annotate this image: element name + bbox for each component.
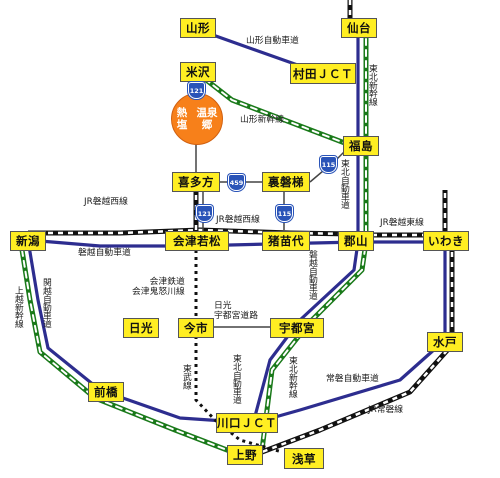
label-nikko-utsunomiya-road: 日光 宇都宮道路 <box>214 301 258 321</box>
station-utsunomiya[interactable]: 宇都宮 <box>270 318 324 338</box>
label-yamagata-expwy: 山形自動車道 <box>246 36 299 46</box>
label-tohoku-expwy-north: 東北自動車道 <box>338 159 349 209</box>
route-121-shield-south: 121 <box>196 205 213 222</box>
label-tobu-line: 東武線 <box>180 364 191 389</box>
route-459-shield: 459 <box>228 174 245 191</box>
label-joetsu-shinkansen: 上越新幹線 <box>12 286 23 328</box>
label-banetsu-east: JR磐越東線 <box>380 218 424 228</box>
atsushio-onsen-spot[interactable]: 熱塩温泉郷 <box>171 93 223 145</box>
label-kanetsu-expwy: 関越自動車道 <box>40 278 51 328</box>
station-murata-jct[interactable]: 村田ＪＣＴ <box>290 63 356 84</box>
station-sendai[interactable]: 仙台 <box>341 18 377 38</box>
station-koriyama[interactable]: 郡山 <box>338 231 374 251</box>
station-kawaguchi-jct[interactable]: 川口ＪＣＴ <box>216 413 278 433</box>
station-iwaki[interactable]: いわき <box>423 231 469 251</box>
label-tohoku-shinkansen-north: 東北新幹線 <box>366 64 377 106</box>
station-maebashi[interactable]: 前橋 <box>88 382 124 402</box>
label-aizu-railway: 会津鉄道 会津鬼怒川線 <box>132 277 185 297</box>
station-imaichi[interactable]: 今市 <box>178 318 214 338</box>
station-mito[interactable]: 水戸 <box>427 332 463 352</box>
label-banetsu-expwy-east: 磐越自動車道 <box>306 250 317 300</box>
route-121-shield-north: 121 <box>188 82 205 99</box>
station-yamagata[interactable]: 山形 <box>180 18 216 38</box>
label-tohoku-expwy-south: 東北自動車道 <box>230 354 241 404</box>
route-115-shield-south: 115 <box>276 205 293 222</box>
station-fukushima[interactable]: 福島 <box>343 136 379 156</box>
station-urabandai[interactable]: 裏磐梯 <box>262 172 310 192</box>
station-ueno[interactable]: 上野 <box>227 445 263 465</box>
label-tohoku-shinkansen-south: 東北新幹線 <box>286 356 297 398</box>
label-banetsu-west-north: JR磐越西線 <box>84 197 128 207</box>
station-aizuwakamatsu[interactable]: 会津若松 <box>165 231 229 251</box>
label-banetsu-expwy-west: 磐越自動車道 <box>78 248 131 258</box>
label-joban-line: JR常磐線 <box>368 405 404 415</box>
label-yamagata-shinkansen: 山形新幹線 <box>240 115 284 125</box>
station-kitakata[interactable]: 喜多方 <box>172 172 220 192</box>
station-asakusa[interactable]: 浅草 <box>284 448 324 469</box>
label-joban-expwy: 常磐自動車道 <box>326 374 379 384</box>
station-niigata[interactable]: 新潟 <box>10 231 46 251</box>
aizu-tobu-railway <box>194 250 283 454</box>
station-nikko[interactable]: 日光 <box>123 318 159 338</box>
station-yonezawa[interactable]: 米沢 <box>180 62 216 82</box>
route-115-shield-east: 115 <box>320 156 337 173</box>
station-inawashiro[interactable]: 猪苗代 <box>262 231 310 251</box>
label-banetsu-west-south: JR磐越西線 <box>216 215 260 225</box>
